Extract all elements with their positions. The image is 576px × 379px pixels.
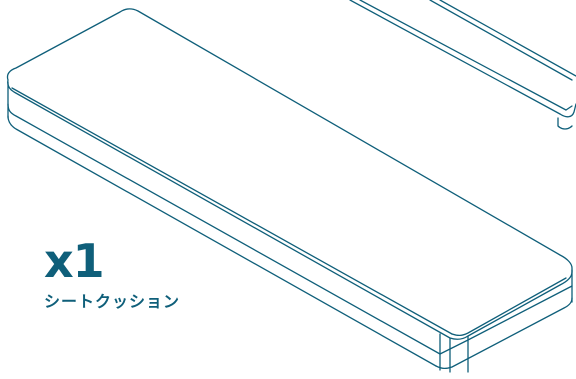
quantity-label: x1 シートクッション xyxy=(44,238,264,312)
backrest-outline xyxy=(349,0,576,130)
quantity-count: x1 xyxy=(44,234,105,288)
item-name: シートクッション xyxy=(44,292,181,311)
cushion-outline xyxy=(6,8,573,373)
